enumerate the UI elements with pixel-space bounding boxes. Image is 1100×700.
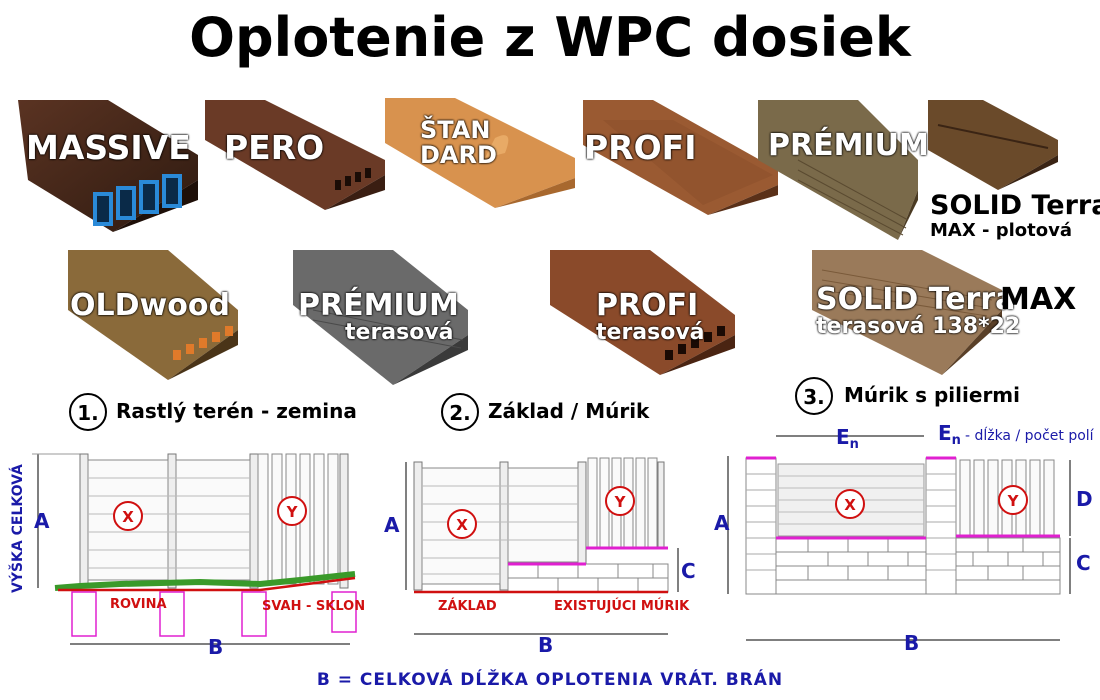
diagram-1-number-circle xyxy=(69,393,107,431)
board-label-solid-terra-sub: MAX - plotová xyxy=(930,220,1072,241)
diagram-3-number-circle xyxy=(795,377,833,415)
diagram-3-title: Múrik s piliermi xyxy=(844,383,1020,407)
diagram-2-number-circle xyxy=(441,393,479,431)
diagram-2-murik: EXISTUJÚCI MÚRIK xyxy=(554,598,690,614)
diagram-3-a: A xyxy=(714,511,730,535)
board-profi-terasova-image xyxy=(550,250,735,375)
board-label-premium: PRÉMIUM xyxy=(768,128,929,163)
diagram-2-y: Y xyxy=(614,493,627,511)
page-title: Oplotenie z WPC dosiek xyxy=(189,6,911,69)
diagram-1-title: Rastlý terén - zemina xyxy=(116,399,357,423)
diagram-3-b: B xyxy=(904,631,919,655)
diagram-2: 2. Základ / Múrik A X Y C ZÁKLAD EXISTUJ… xyxy=(384,393,696,657)
diagram-1-height-label: VÝŠKA CELKOVÁ xyxy=(8,464,26,593)
diagram-1-y-circle xyxy=(277,496,307,526)
board-massive-image xyxy=(18,100,198,232)
diagram-3-d: D xyxy=(1076,487,1093,511)
diagram-3: 3. Múrik s piliermi En En- dĺžka / počet… xyxy=(714,377,1095,655)
diagram-1-y: Y xyxy=(286,503,299,521)
board-label-premium-terasova: PRÉMIUM xyxy=(298,288,459,323)
diagram-2-a: A xyxy=(384,513,400,537)
diagram-2-y-circle xyxy=(605,486,635,516)
diagram-1-rovina: ROVINA xyxy=(110,597,167,612)
diagram-3-c: C xyxy=(1076,551,1091,575)
board-label-profi: PROFI xyxy=(584,128,697,167)
board-label-pero: PERO xyxy=(224,128,325,167)
diagram-1-x: X xyxy=(122,508,134,526)
board-label-solid-terra-max-word: MAX xyxy=(1000,282,1077,317)
diagram-3-y-circle xyxy=(998,485,1028,515)
board-label-solid-terra-max-sub: terasová 138*22 xyxy=(816,314,1021,339)
board-label-premium-terasova-sub: terasová xyxy=(345,320,454,345)
diagram-3-x-circle xyxy=(835,489,865,519)
board-pero-image xyxy=(205,100,385,210)
diagram-2-c: C xyxy=(681,559,696,583)
diagram-1-svah: SVAH - SKLON xyxy=(262,599,365,614)
diagram-3-en-note: En- dĺžka / počet polí xyxy=(938,421,1095,448)
diagram-1-a: A xyxy=(34,509,50,533)
footer-note: B = CELKOVÁ DĹŽKA OPLOTENIA VRÁT. BRÁN xyxy=(316,670,784,690)
diagram-1-b: B xyxy=(208,635,223,659)
diagram-3-x: X xyxy=(844,496,856,514)
board-label-standard-1: ŠTAN xyxy=(420,116,491,144)
diagram-3-en-main: En xyxy=(836,425,859,452)
board-solid-terra-image xyxy=(928,100,1058,190)
diagram-2-x: X xyxy=(456,516,468,534)
board-label-profi-terasova-sub: terasová xyxy=(596,320,705,345)
board-profi-image xyxy=(583,100,778,215)
board-label-profi-terasova: PROFI xyxy=(596,288,699,323)
board-label-solid-terra-max: SOLID Terra xyxy=(816,282,1016,317)
diagram-2-x-circle xyxy=(447,509,477,539)
diagram-3-number: 3. xyxy=(803,385,825,409)
diagram-1: 1. Rastlý terén - zemina VÝŠKA CELKOVÁ A… xyxy=(8,393,365,659)
diagram-2-b: B xyxy=(538,633,553,657)
board-premium-image xyxy=(758,100,918,240)
diagram-2-number: 2. xyxy=(449,401,471,425)
diagram-3-y: Y xyxy=(1007,492,1020,510)
diagram-1-number: 1. xyxy=(77,401,99,425)
board-oldwood-image xyxy=(68,250,238,380)
board-label-standard-2: DARD xyxy=(420,141,497,169)
board-premium-terasova-image xyxy=(293,250,468,385)
board-standard-image xyxy=(385,98,575,208)
diagram-2-zaklad: ZÁKLAD xyxy=(438,598,497,614)
board-solid-terra-max-image xyxy=(812,250,1002,375)
board-label-solid-terra: SOLID Terra xyxy=(930,190,1100,221)
diagram-2-title: Základ / Múrik xyxy=(488,399,650,423)
board-label-massive: MASSIVE xyxy=(26,128,191,167)
board-label-oldwood: OLDwood xyxy=(70,288,230,323)
diagram-1-x-circle xyxy=(113,501,143,531)
